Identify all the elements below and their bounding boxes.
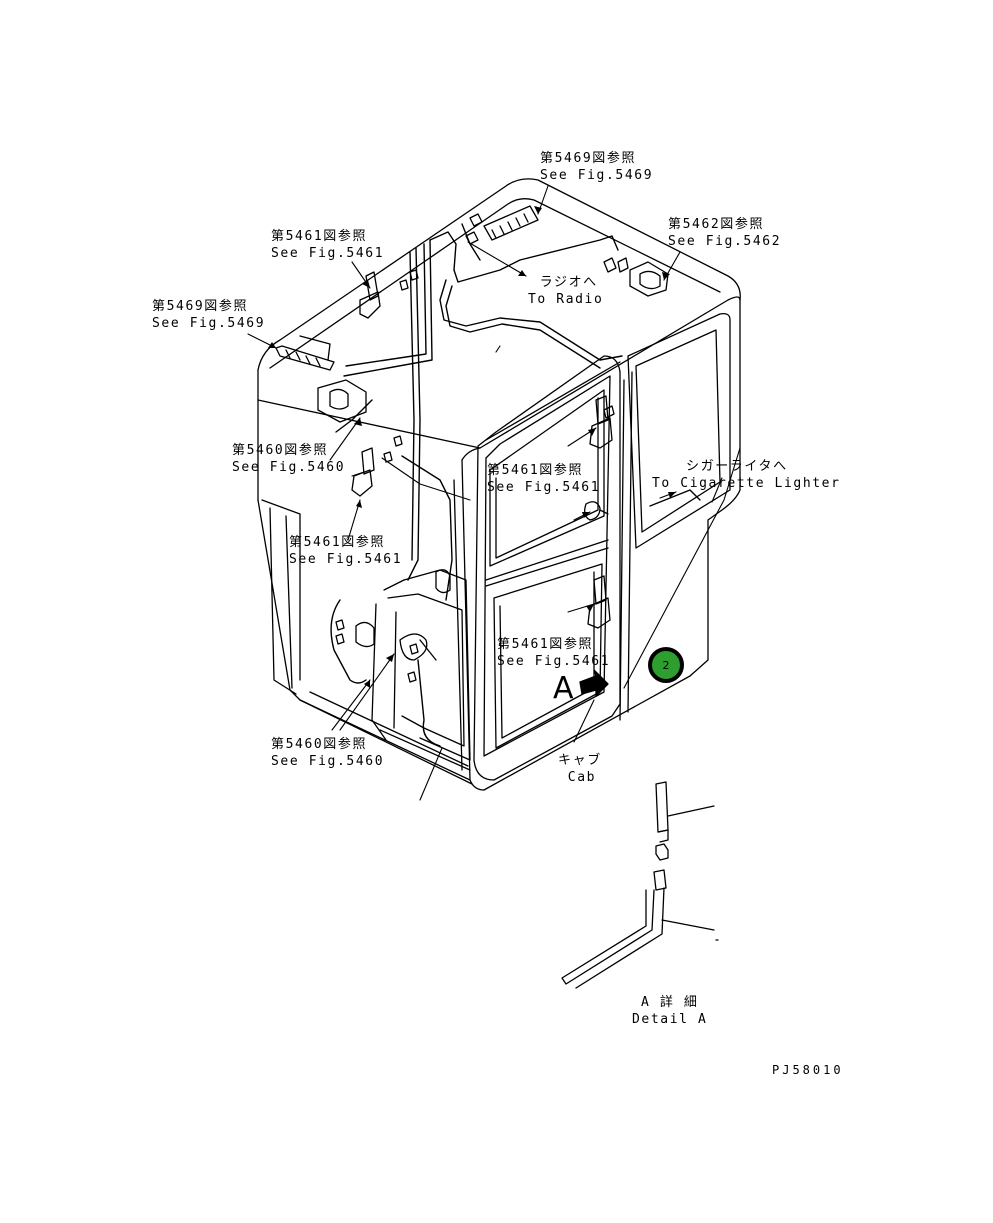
switch-door-lower [587,575,611,629]
label-detail-a: A 詳 細 Detail A [632,994,707,1028]
label-fig5460-mid-en: See Fig.5460 [232,460,346,475]
label-fig5461-left-en: See Fig.5461 [289,552,403,567]
label-fig5461-door: 第5461図参照 See Fig.5461 [487,462,600,496]
label-fig5461-lower-en: See Fig.5461 [497,654,611,669]
label-cab: キャブ Cab [558,752,602,786]
label-detail-a-en: Detail A [632,1012,708,1027]
callout-number: 2 [662,658,670,672]
label-fig5462-en: See Fig.5462 [668,234,782,249]
radio-connector [603,257,669,297]
view-arrow [579,669,609,697]
label-radio-jp: ラジオへ [539,275,598,290]
label-fig5462: 第5462図参照 See Fig.5462 [668,216,781,250]
callout-badge[interactable]: 2 [648,647,684,683]
label-cigarette-jp: シガーライタへ [686,459,788,474]
label-fig5461-lower: 第5461図参照 See Fig.5461 [497,636,610,670]
leader-arrowheads [268,206,676,688]
label-detail-a-jp: A 詳 細 [640,995,699,1010]
label-radio-en: To Radio [528,292,604,307]
label-fig5461-lower-jp: 第5461図参照 [497,637,594,652]
front-window [371,569,471,761]
label-fig5460-mid-jp: 第5460図参照 [232,443,329,458]
drawing-code: PJ58010 [772,1063,844,1077]
switch-roof [359,269,419,319]
label-fig5469-top: 第5469図参照 See Fig.5469 [540,150,653,184]
label-fig5469-left: 第5469図参照 See Fig.5469 [152,298,265,332]
connector-block-left [275,335,335,371]
label-fig5462-jp: 第5462図参照 [668,217,765,232]
left-motor [335,619,419,683]
relay-connector [317,379,367,423]
label-radio: ラジオへ To Radio [528,274,603,308]
label-cigarette: シガーライタへ To Cigarette Lighter [652,458,841,492]
label-fig5461-door-en: See Fig.5461 [487,480,601,495]
label-fig5461-top-jp: 第5461図参照 [271,229,368,244]
label-cigarette-en: To Cigarette Lighter [652,476,841,491]
label-cab-jp: キャブ [558,753,602,768]
label-cab-en: Cab [567,770,597,785]
connector-block-top [465,205,539,245]
door-frame [473,312,731,781]
wiper-motor [435,569,451,594]
label-fig5461-left: 第5461図参照 See Fig.5461 [289,534,402,568]
wiring-harness [330,223,701,747]
switch-door-upper [589,395,615,449]
label-fig5461-top-en: See Fig.5461 [271,246,385,261]
label-fig5469-top-jp: 第5469図参照 [540,151,637,166]
label-fig5469-left-jp: 第5469図参照 [152,299,249,314]
switch-left-post [351,435,403,497]
label-fig5460-mid: 第5460図参照 See Fig.5460 [232,442,345,476]
label-fig5461-left-jp: 第5461図参照 [289,535,386,550]
label-fig5461-door-jp: 第5461図参照 [487,463,584,478]
label-fig5460-bottom-jp: 第5460図参照 [271,737,368,752]
cab-outline [257,178,741,791]
label-fig5461-top: 第5461図参照 See Fig.5461 [271,228,384,262]
label-fig5469-left-en: See Fig.5469 [152,316,266,331]
detail-a-harness [561,781,719,989]
label-fig5469-top-en: See Fig.5469 [540,168,654,183]
label-fig5460-bottom-en: See Fig.5460 [271,754,385,769]
view-marker-a: A [553,671,574,706]
leader-lines [247,185,741,801]
label-fig5460-bottom: 第5460図参照 See Fig.5460 [271,736,384,770]
